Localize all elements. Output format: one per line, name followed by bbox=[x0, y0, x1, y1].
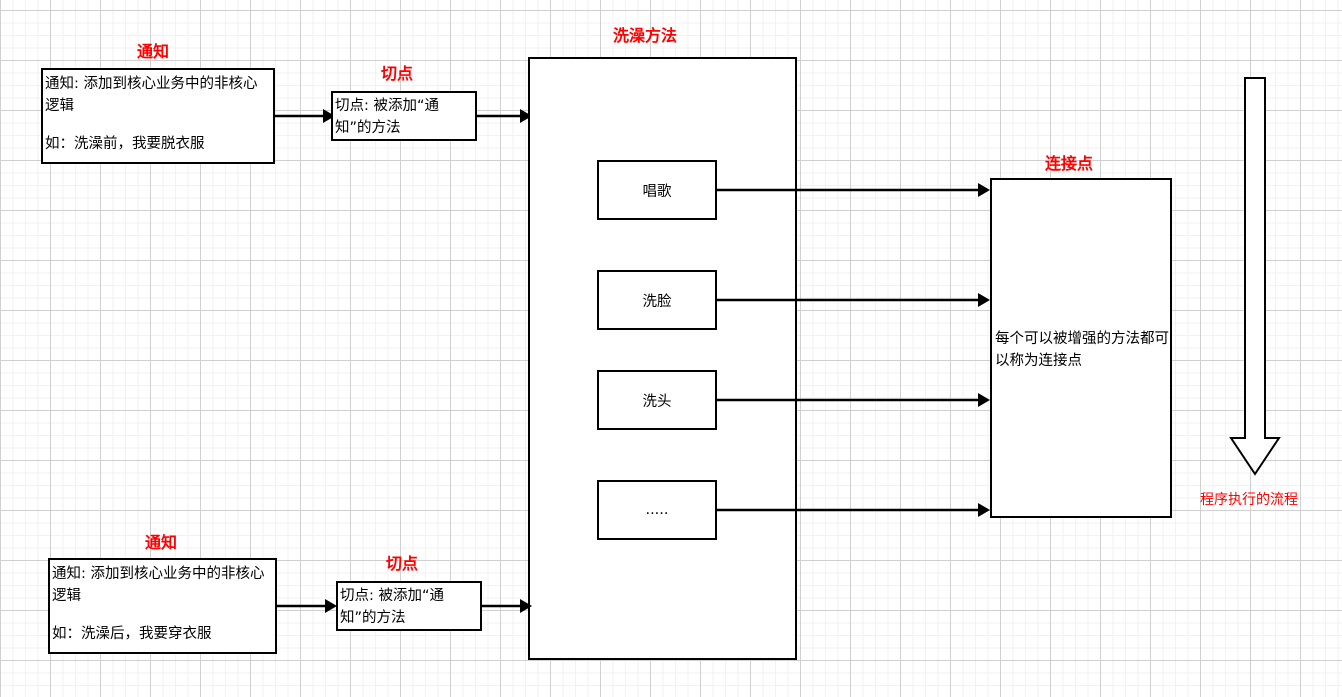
method-box-0[interactable] bbox=[597, 160, 717, 220]
method-outer-box[interactable] bbox=[528, 57, 797, 660]
joinpoint-title: 连接点 bbox=[1045, 154, 1094, 173]
arrow-method-2-to-joinpoint bbox=[717, 393, 990, 407]
pointcut-top-text: 切点: 被添加“通知”的方法 bbox=[335, 98, 440, 137]
advice-bottom-box[interactable] bbox=[48, 558, 277, 654]
method-label-1: 洗脸 bbox=[642, 293, 672, 310]
arrow-advice-top-to-pointcut-top bbox=[275, 109, 335, 123]
arrow-method-1-to-joinpoint bbox=[717, 293, 990, 307]
advice-bottom-line1: 通知: 添加到核心业务中的非核心逻辑 bbox=[52, 566, 265, 605]
program-flow-arrow-label: 程序执行的流程 bbox=[1200, 492, 1298, 508]
pointcut-top-title: 切点 bbox=[381, 64, 414, 83]
arrow-method-0-to-joinpoint bbox=[717, 183, 990, 197]
advice-bottom-line2: 如：洗澡后，我要穿衣服 bbox=[52, 626, 212, 642]
pointcut-bottom-text: 切点: 被添加“通知”的方法 bbox=[340, 588, 445, 627]
method-box-1[interactable] bbox=[597, 270, 717, 330]
method-box-2[interactable] bbox=[597, 370, 717, 430]
method-label-2: 洗头 bbox=[642, 393, 672, 410]
pointcut-bottom-box[interactable] bbox=[336, 581, 482, 631]
method-label-0: 唱歌 bbox=[642, 183, 672, 200]
advice-top-line1: 通知: 添加到核心业务中的非核心逻辑 bbox=[45, 76, 258, 115]
method-box-3[interactable] bbox=[597, 480, 717, 540]
arrow-pointcut-bottom-to-method-box bbox=[482, 599, 532, 613]
advice-top-title: 通知 bbox=[137, 42, 170, 61]
advice-top-box[interactable] bbox=[41, 68, 275, 164]
arrow-method-3-to-joinpoint bbox=[717, 503, 990, 517]
advice-top-line2: 如：洗澡前，我要脱衣服 bbox=[45, 136, 205, 152]
program-flow-arrow-icon bbox=[1229, 77, 1281, 476]
advice-bottom-title: 通知 bbox=[145, 533, 178, 552]
joinpoint-box[interactable] bbox=[990, 178, 1172, 518]
method-box-title: 洗澡方法 bbox=[613, 26, 678, 45]
arrow-advice-bottom-to-pointcut-bottom bbox=[277, 599, 337, 613]
joinpoint-text: 每个可以被增强的方法都可以称为连接点 bbox=[995, 331, 1169, 370]
pointcut-top-box[interactable] bbox=[331, 91, 477, 141]
pointcut-bottom-title: 切点 bbox=[386, 554, 419, 573]
method-label-3: ..... bbox=[645, 502, 669, 518]
arrow-pointcut-top-to-method-box bbox=[477, 109, 532, 123]
